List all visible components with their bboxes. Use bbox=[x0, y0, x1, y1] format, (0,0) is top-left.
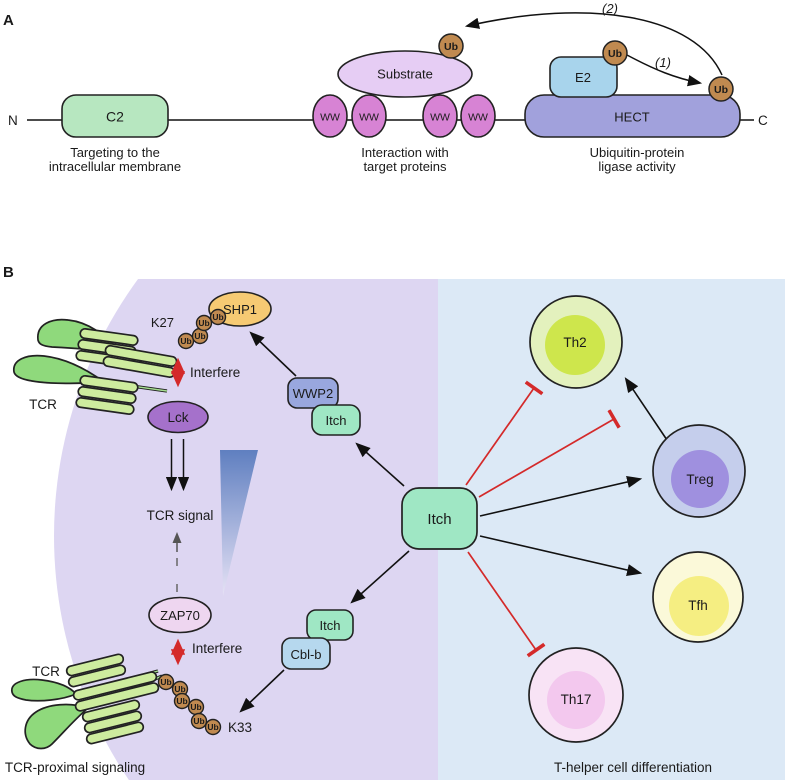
ub-on-hect bbox=[708, 76, 734, 102]
tfh-cell: Tfh bbox=[652, 551, 744, 643]
k33-ub-chain: Ub Ub Ub Ub Ub Ub bbox=[157, 673, 222, 736]
ub-label: Ub bbox=[180, 336, 191, 346]
hect-caption-line2: ligase activity bbox=[598, 159, 676, 174]
tcr-proximal-caption: TCR-proximal signaling bbox=[5, 760, 145, 775]
th2-cell: Th2 bbox=[529, 295, 623, 389]
ww-caption-line2: target proteins bbox=[363, 159, 447, 174]
step-2-label: (2) bbox=[602, 1, 618, 16]
substrate bbox=[337, 50, 473, 98]
arrow-itch-to-treg bbox=[479, 475, 643, 517]
cblb-label: Cbl-b bbox=[290, 647, 321, 662]
tcr-signal-label: TCR signal bbox=[147, 508, 214, 523]
tcr-complex-bottom bbox=[11, 653, 163, 750]
zap70-node bbox=[148, 596, 212, 634]
th17-cell: Th17 bbox=[528, 647, 624, 743]
interfere-bottom-label: Interfere bbox=[192, 641, 242, 656]
itch-top-label: Itch bbox=[326, 413, 347, 428]
ww-domain-2 bbox=[351, 94, 387, 138]
ub-label: Ub bbox=[190, 702, 201, 712]
c2-caption-line2: intracellular membrane bbox=[49, 159, 181, 174]
tfh-label: Tfh bbox=[688, 598, 708, 613]
itch-node-top bbox=[311, 404, 361, 436]
c2-caption-line1: Targeting to the bbox=[70, 145, 160, 160]
panel-b-label: B bbox=[3, 264, 14, 281]
wwp2-node bbox=[287, 377, 339, 409]
e2-label: E2 bbox=[575, 70, 591, 85]
ub-label: Ub bbox=[608, 48, 622, 60]
ub-label: Ub bbox=[193, 716, 204, 726]
tcr-top-label: TCR bbox=[29, 397, 57, 412]
itch-node-central bbox=[401, 487, 478, 550]
lck-label: Lck bbox=[167, 410, 188, 425]
arrow-itch-to-wwp2 bbox=[355, 442, 405, 487]
inhibit-itch-th17 bbox=[467, 551, 546, 658]
hect-domain bbox=[524, 94, 741, 138]
tcr-chain-blade bbox=[11, 678, 78, 702]
ub-label: Ub bbox=[714, 84, 728, 96]
k27-label: K27 bbox=[151, 315, 174, 330]
ub-transfer-arrow-1 bbox=[626, 54, 703, 87]
c-terminus-label: C bbox=[758, 113, 768, 128]
ub-label: Ub bbox=[207, 722, 218, 732]
zap70-feedback-arrowhead bbox=[172, 532, 182, 543]
ub-label: Ub bbox=[174, 684, 185, 694]
zap70-label: ZAP70 bbox=[160, 608, 200, 623]
ww-label-2: WW bbox=[359, 112, 379, 124]
e2-enzyme bbox=[549, 56, 618, 98]
step-1-label: (1) bbox=[655, 55, 671, 70]
ub-label: Ub bbox=[194, 331, 205, 341]
wwp2-label: WWP2 bbox=[293, 386, 333, 401]
ww-caption-line1: Interaction with bbox=[361, 145, 448, 160]
panel-a-label: A bbox=[3, 12, 14, 29]
c2-domain-label: C2 bbox=[106, 109, 124, 125]
k27-ub-chain: Ub Ub Ub Ub bbox=[177, 308, 227, 350]
ub-transfer-arrow-2 bbox=[464, 12, 723, 76]
ub-on-e2 bbox=[602, 40, 628, 66]
tcr-subunit-bars bbox=[75, 327, 178, 415]
interfere-top-label: Interfere bbox=[190, 365, 240, 380]
ww-domain-4 bbox=[460, 94, 496, 138]
cblb-node bbox=[281, 637, 331, 670]
arrow-itch-to-tfh bbox=[479, 535, 643, 577]
inhibit-itch-treg-th2-axis bbox=[478, 409, 621, 498]
tcr-subunit-bars bbox=[65, 653, 160, 745]
hect-caption-line1: Ubiquitin-protein bbox=[590, 145, 685, 160]
hect-label: HECT bbox=[614, 110, 649, 125]
k33-label: K33 bbox=[228, 720, 252, 735]
th2-label: Th2 bbox=[563, 335, 586, 350]
ub-label: Ub bbox=[212, 312, 223, 322]
ww-label-1: WW bbox=[320, 112, 340, 124]
ww-label-3: WW bbox=[430, 112, 450, 124]
ub-label: Ub bbox=[176, 696, 187, 706]
itch-central-label: Itch bbox=[427, 511, 451, 528]
inhibit-itch-th2 bbox=[465, 380, 544, 486]
c2-domain bbox=[61, 94, 169, 138]
arrow-cblb-to-k33 bbox=[239, 669, 285, 713]
ub-label: Ub bbox=[444, 41, 458, 53]
ww-label-4: WW bbox=[468, 112, 488, 124]
tcr-chain-blade bbox=[24, 703, 90, 750]
arrow-itch-to-cblb bbox=[350, 550, 410, 604]
tcr-complex-top bbox=[13, 318, 178, 415]
n-terminus-label: N bbox=[8, 113, 18, 128]
tcr-bottom-label: TCR bbox=[32, 664, 60, 679]
shp1-label: SHP1 bbox=[223, 302, 257, 317]
treg-cell: Treg bbox=[652, 424, 746, 518]
ww-domain-1 bbox=[312, 94, 348, 138]
itch-bottom-label: Itch bbox=[320, 618, 341, 633]
ub-label: Ub bbox=[160, 677, 171, 687]
arrow-wwp2-to-shp1 bbox=[249, 331, 297, 377]
ub-label: Ub bbox=[198, 318, 209, 328]
th17-label: Th17 bbox=[561, 692, 592, 707]
signal-gradient-wedge bbox=[220, 450, 258, 596]
lck-node bbox=[147, 400, 209, 434]
substrate-label: Substrate bbox=[377, 67, 433, 82]
ww-domain-3 bbox=[422, 94, 458, 138]
t-helper-caption: T-helper cell differentiation bbox=[554, 760, 712, 775]
ub-on-substrate bbox=[438, 33, 464, 59]
arrow-treg-to-th2 bbox=[624, 377, 668, 441]
treg-label: Treg bbox=[686, 472, 713, 487]
itch-node-bottom bbox=[306, 609, 354, 641]
